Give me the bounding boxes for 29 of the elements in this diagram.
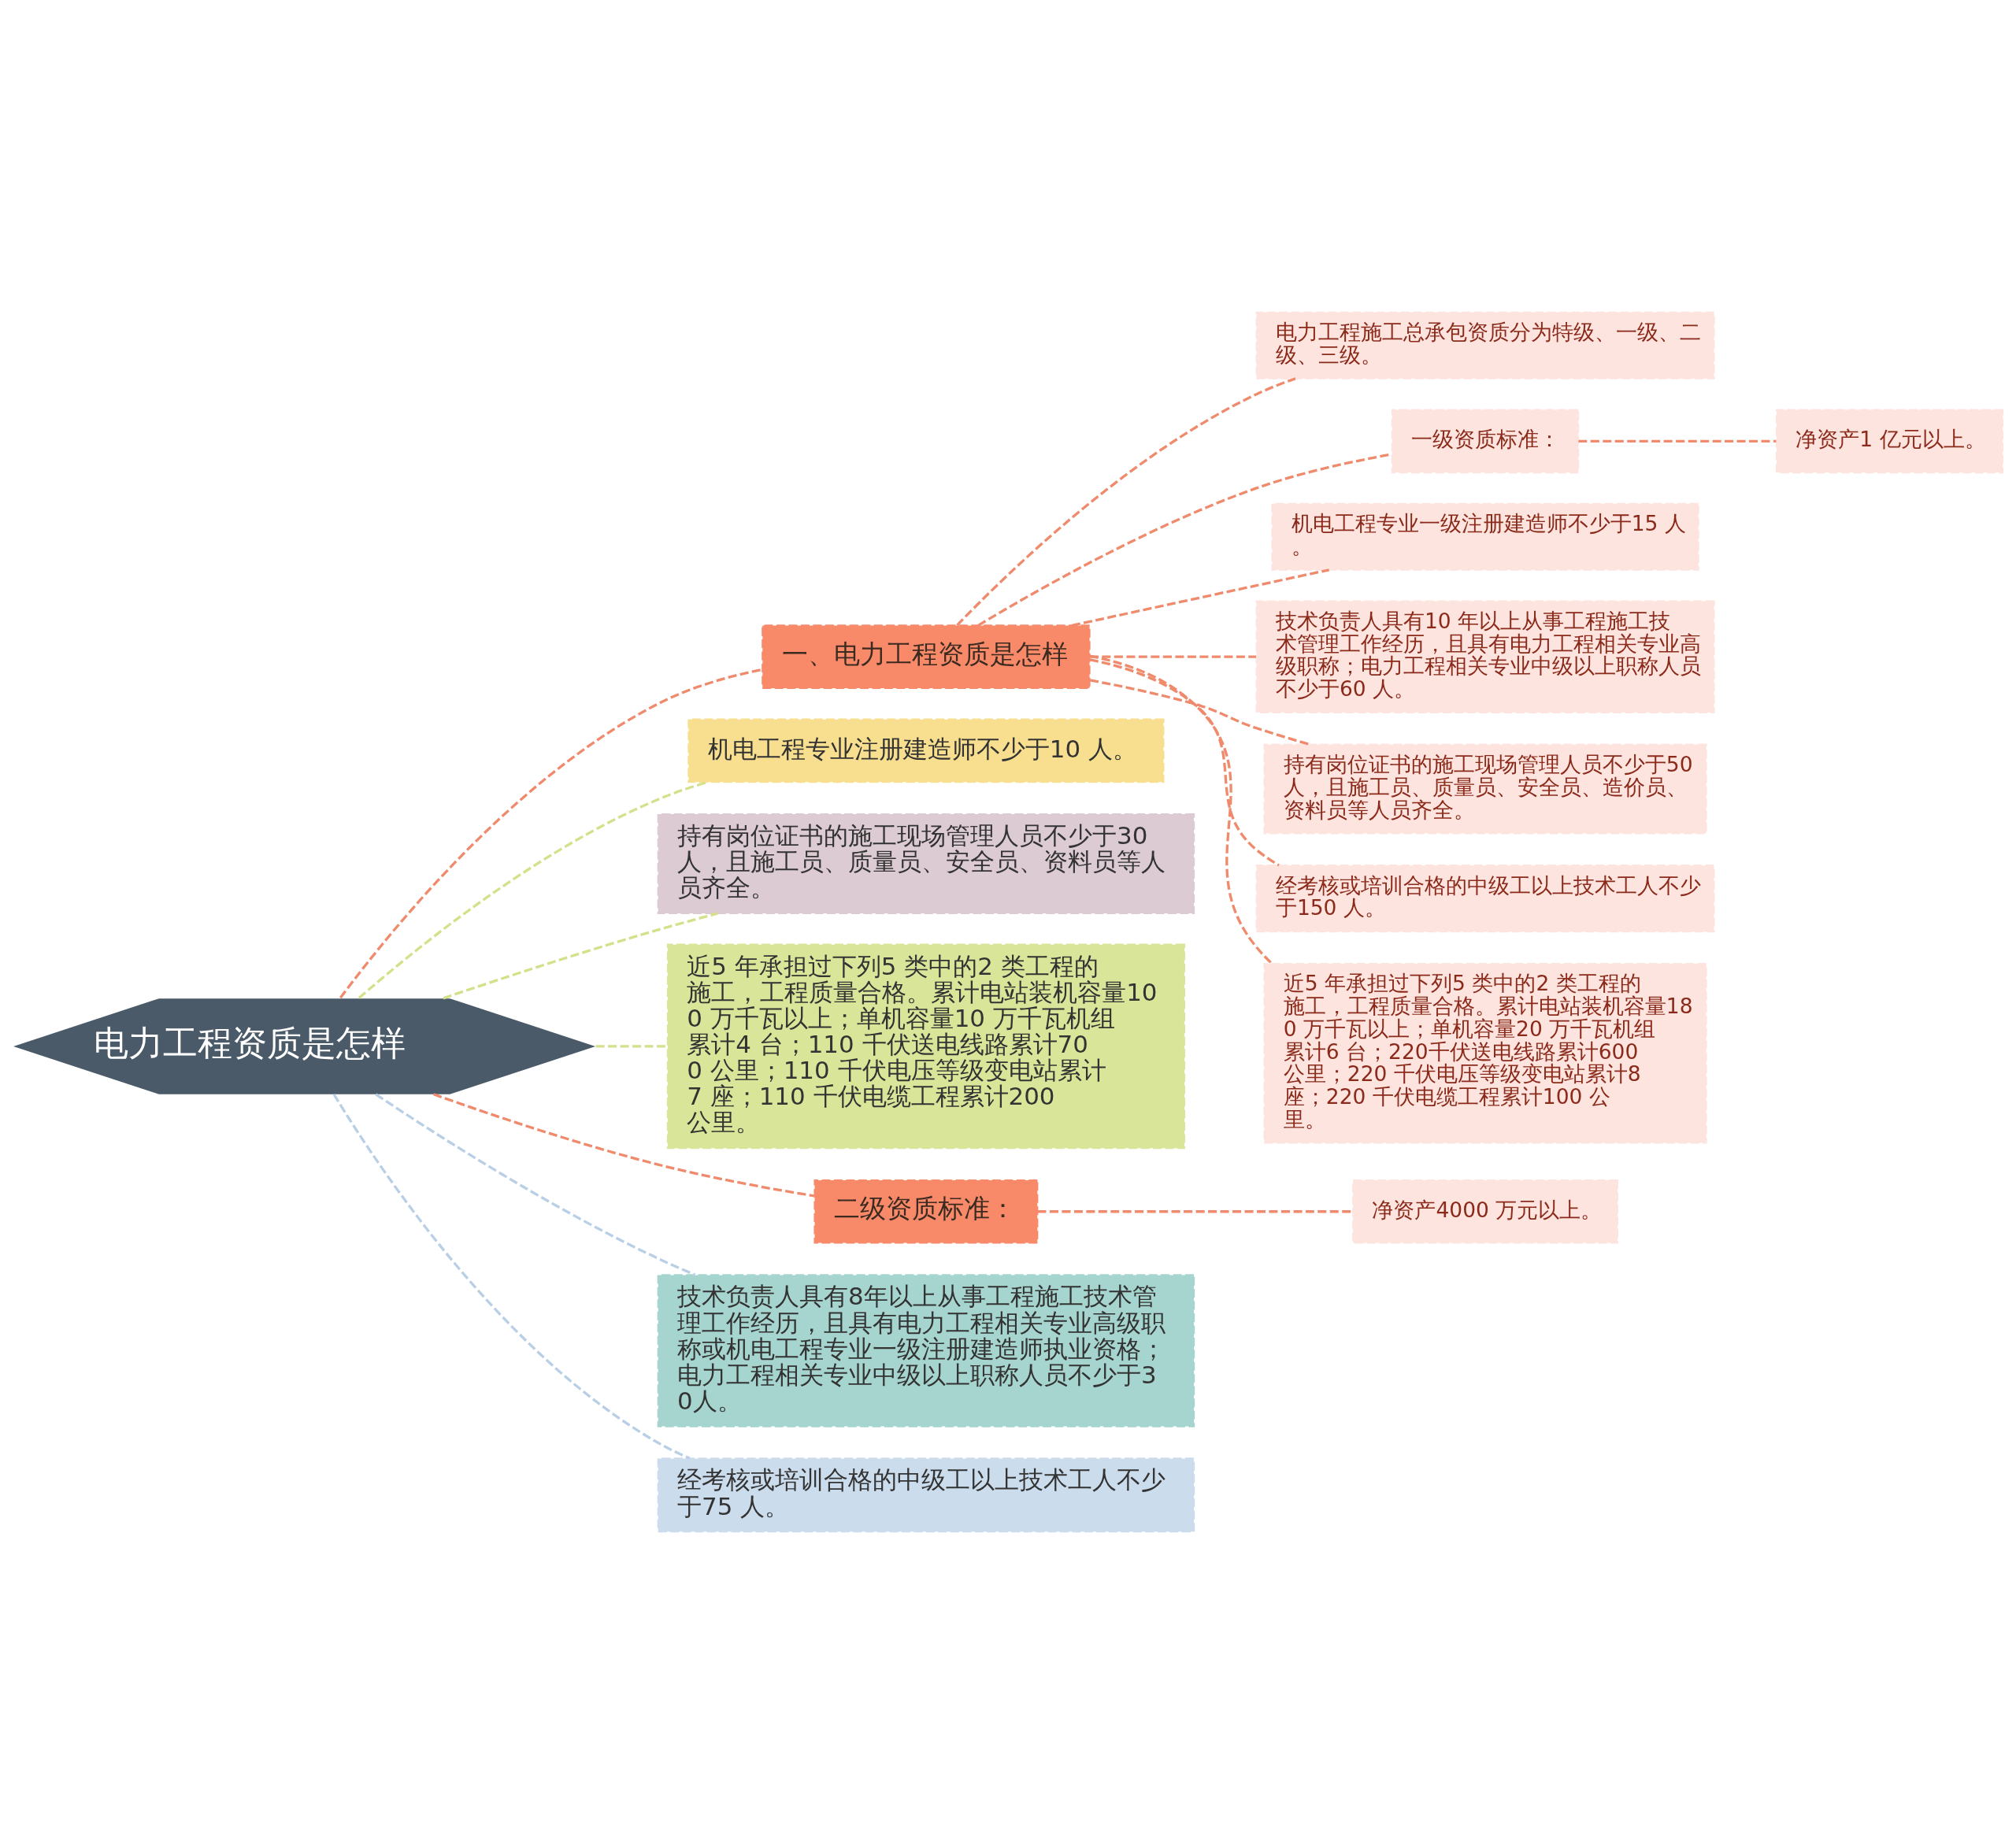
node-box: 一级资质标准：	[1391, 409, 1580, 474]
node-box: 经考核或培训合格的中级工以上技术工人不少于75 人。	[657, 1457, 1195, 1533]
connector	[332, 1094, 691, 1460]
connector	[339, 668, 763, 999]
node-box: 技术负责人具有8年以上从事工程施工技术管理工作经历，且具有电力工程相关专业高级职称或机电工程专业一级注册建造师执业资格；电力工程相关专业中级以上职称人员不少于30人。	[657, 1274, 1195, 1427]
node-box: 持有岗位证书的施工现场管理人员不少于50 人，且施工员、质量员、安全员、造价员、资料员等人员齐全。	[1263, 743, 1707, 835]
connector	[1089, 654, 1273, 965]
connector	[1071, 568, 1330, 628]
connector	[595, 1045, 668, 1048]
node-box: 净资产1 亿元以上。	[1775, 409, 2004, 474]
node-box: 电力工程施工总承包资质分为特级、一级、二级、三级。	[1255, 311, 1715, 380]
node-box: 机电工程专业一级注册建造师不少于15 人。	[1271, 502, 1699, 571]
connector	[432, 1093, 815, 1198]
node-box: 近5 年承担过下列5 类中的2 类工程的施工，工程质量合格。累计电站装机容量100 万千瓦以上；单机容量10 万千瓦机组累计4 台；110 千伏送电线路累计700 公里；110 千伏电压等级变电站累计7 座；110 千伏电缆工程累计200 公里。	[666, 943, 1186, 1150]
node-box: 经考核或培训合格的中级工以上技术工人不少于150 人。	[1255, 865, 1715, 933]
node-box: 一、电力工程资质是怎样	[762, 624, 1091, 690]
connector	[1089, 679, 1311, 746]
node-box: 二级资质标准：	[813, 1179, 1039, 1244]
connector	[956, 377, 1296, 627]
node-box: 技术负责人具有10 年以上从事工程施工技术管理工作经历，且具有电力工程相关专业高级职称；电力工程相关专业中级以上职称人员不少于60 人。	[1255, 600, 1715, 713]
node-box: 持有岗位证书的施工现场管理人员不少于30人，且施工员、质量员、安全员、资料员等人员齐全。	[657, 813, 1195, 915]
connector	[375, 1093, 696, 1276]
connector	[1090, 655, 1256, 658]
node-box: 机电工程专业注册建造师不少于10 人。	[687, 718, 1165, 783]
connector	[443, 912, 718, 1000]
node-box: 净资产4000 万元以上。	[1352, 1179, 1618, 1244]
connector	[1578, 439, 1777, 442]
node-box: 近5 年承担过下列5 类中的2 类工程的施工，工程质量合格。累计电站装机容量180 万千瓦以上；单机容量20 万千瓦机组累计6 台；220千伏送电线路累计600 公里；220 千伏电压等级变电站累计8 座；220 千伏电缆工程累计100 公里。	[1263, 962, 1707, 1144]
connector	[1089, 658, 1280, 867]
